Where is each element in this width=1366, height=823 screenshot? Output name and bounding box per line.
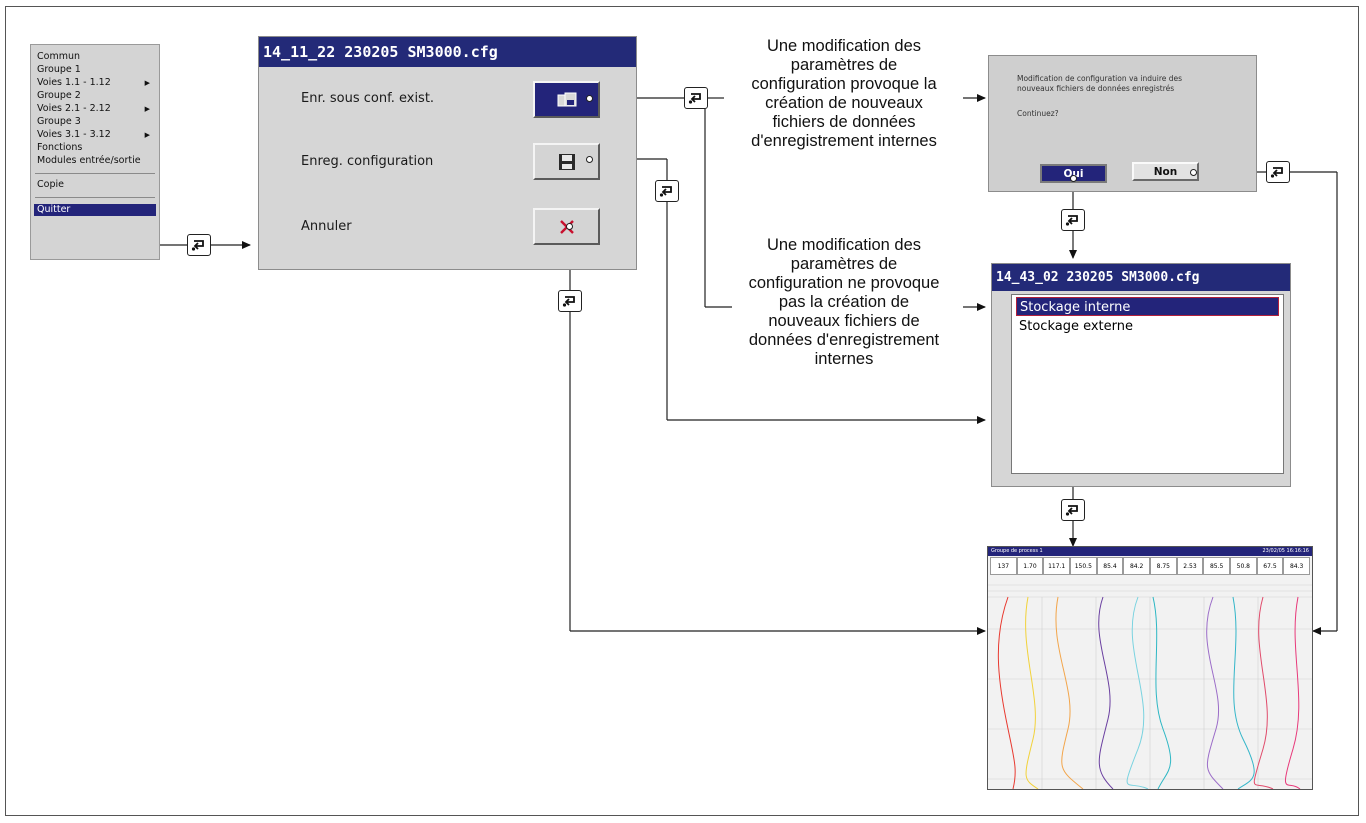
note-line: création de nouveaux	[765, 94, 923, 112]
recorder-header-title: Groupe de process 1	[991, 548, 1043, 554]
dialog-question: Continuez?	[1017, 109, 1059, 118]
connector-dot	[1190, 169, 1197, 176]
note-line: Une modification des	[766, 236, 922, 254]
enter-key-icon	[655, 180, 679, 202]
note-line: Une modification des	[766, 37, 922, 55]
recorder-datetime: 23/02/05 16:16:16	[1262, 548, 1309, 554]
menu-item-quitter[interactable]: Quitter	[34, 204, 156, 216]
note-line: fichiers de données	[772, 113, 916, 131]
note-line: internes	[814, 350, 874, 368]
note-line: d'enregistrement internes	[751, 132, 937, 150]
save-config-window: 14_11_22 230205 SM3000.cfg Enr. sous con…	[258, 36, 637, 270]
menu-item-label: Voies 2.1 - 2.12	[37, 103, 111, 114]
menu-item-commun[interactable]: Commun	[34, 51, 156, 63]
note-line: configuration ne provoque	[748, 274, 940, 292]
enter-key-icon	[1061, 499, 1085, 521]
menu-item-label: Groupe 3	[37, 116, 81, 127]
storage-item-internal[interactable]: Stockage interne	[1016, 297, 1279, 316]
note-line: paramètres de	[790, 255, 898, 273]
menu-item-voies-1[interactable]: Voies 1.1 - 1.12 ▶	[34, 77, 156, 89]
menu-item-copie[interactable]: Copie	[34, 179, 156, 191]
note-line: configuration provoque la	[751, 75, 937, 93]
menu-item-voies-3[interactable]: Voies 3.1 - 3.12 ▶	[34, 129, 156, 141]
menu-divider	[35, 197, 155, 198]
note-line: nouveaux fichiers de	[768, 312, 920, 330]
recorder-value-cell: 8.75	[1150, 557, 1177, 575]
menu-item-groupe-1[interactable]: Groupe 1	[34, 64, 156, 76]
note-creates-files: Une modification des paramètres de confi…	[722, 37, 966, 151]
recorder-value-cell: 2.53	[1176, 557, 1204, 575]
connector-dot	[1070, 175, 1077, 182]
window-title: 14_43_02 230205 SM3000.cfg	[992, 264, 1290, 291]
recorder-value-cell: 85.4	[1096, 557, 1124, 575]
submenu-arrow-icon: ▶	[144, 131, 150, 139]
menu-item-modules[interactable]: Modules entrée/sortie	[34, 155, 156, 167]
dialog-message: Modification de configuration va induire…	[1017, 74, 1182, 94]
menu-item-label: Modules entrée/sortie	[37, 155, 141, 166]
menu-item-label: Quitter	[37, 204, 71, 215]
menu-item-label: Groupe 1	[37, 64, 81, 75]
menu-item-fonctions[interactable]: Fonctions	[34, 142, 156, 154]
menu-item-label: Voies 1.1 - 1.12	[37, 77, 111, 88]
note-line: paramètres de	[790, 56, 898, 74]
menu-divider	[35, 173, 155, 174]
storage-window: 14_43_02 230205 SM3000.cfg Stockage inte…	[991, 263, 1291, 487]
menu-item-groupe-2[interactable]: Groupe 2	[34, 90, 156, 102]
save-existing-label: Enr. sous conf. exist.	[301, 91, 435, 106]
enter-key-icon	[1061, 209, 1085, 231]
recorder-value-cell: 84.3	[1283, 557, 1310, 575]
menu-item-label: Copie	[37, 179, 64, 190]
enter-key-icon	[1266, 161, 1290, 183]
recorder-value-cell: 1.70	[1016, 557, 1044, 575]
recorder-value-cell: 84.2	[1123, 557, 1150, 575]
cancel-label: Annuler	[301, 219, 352, 234]
menu-item-label: Voies 3.1 - 3.12	[37, 129, 111, 140]
submenu-arrow-icon: ▶	[144, 105, 150, 113]
recorder-value-cell: 85.5	[1203, 557, 1230, 575]
menu-item-label: Groupe 2	[37, 90, 81, 101]
confirm-dialog: Modification de configuration va induire…	[988, 55, 1257, 192]
figure-border	[5, 6, 1359, 816]
floppy-disk-icon	[558, 153, 575, 170]
connector-dot	[566, 223, 573, 230]
menu-item-label: Fonctions	[37, 142, 83, 153]
note-line: pas la création de	[778, 293, 910, 311]
note-no-files: Une modification des paramètres de confi…	[722, 236, 966, 369]
storage-list: Stockage interne Stockage externe	[1011, 294, 1284, 474]
main-menu: Commun Groupe 1 Voies 1.1 - 1.12 ▶ Groupe…	[30, 44, 160, 260]
connector-dot	[586, 95, 593, 102]
recorder-value-cell: 117.1	[1043, 557, 1070, 575]
yes-button[interactable]: Oui	[1040, 164, 1107, 183]
recorder-header: Groupe de process 1 23/02/05 16:16:16	[988, 547, 1312, 556]
menu-item-label: Commun	[37, 51, 80, 62]
enter-key-icon	[558, 290, 582, 312]
recorder-value-cell: 137	[990, 557, 1017, 575]
recorder-screen: Groupe de process 1 23/02/05 16:16:16 13…	[987, 546, 1313, 790]
enter-key-icon	[684, 87, 708, 109]
dialog-message-line: nouveaux fichiers de données enregistrés	[1017, 84, 1175, 93]
recorder-value-cell: 150.5	[1070, 557, 1097, 575]
menu-item-voies-2[interactable]: Voies 2.1 - 2.12 ▶	[34, 103, 156, 115]
recorder-value-cell: 50.8	[1230, 557, 1257, 575]
menu-item-groupe-3[interactable]: Groupe 3	[34, 116, 156, 128]
window-title: 14_11_22 230205 SM3000.cfg	[259, 37, 636, 67]
connector-dot	[586, 156, 593, 163]
recorder-trend-chart	[988, 584, 1312, 789]
enter-key-icon	[187, 234, 211, 256]
save-existing-icon	[557, 92, 576, 106]
note-line: données d'enregistrement	[748, 331, 940, 349]
submenu-arrow-icon: ▶	[144, 79, 150, 87]
no-button[interactable]: Non	[1132, 162, 1199, 181]
storage-item-external[interactable]: Stockage externe	[1019, 319, 1134, 334]
recorder-value-cell: 67.5	[1256, 557, 1284, 575]
save-config-label: Enreg. configuration	[301, 154, 434, 169]
dialog-message-line: Modification de configuration va induire…	[1017, 74, 1183, 83]
